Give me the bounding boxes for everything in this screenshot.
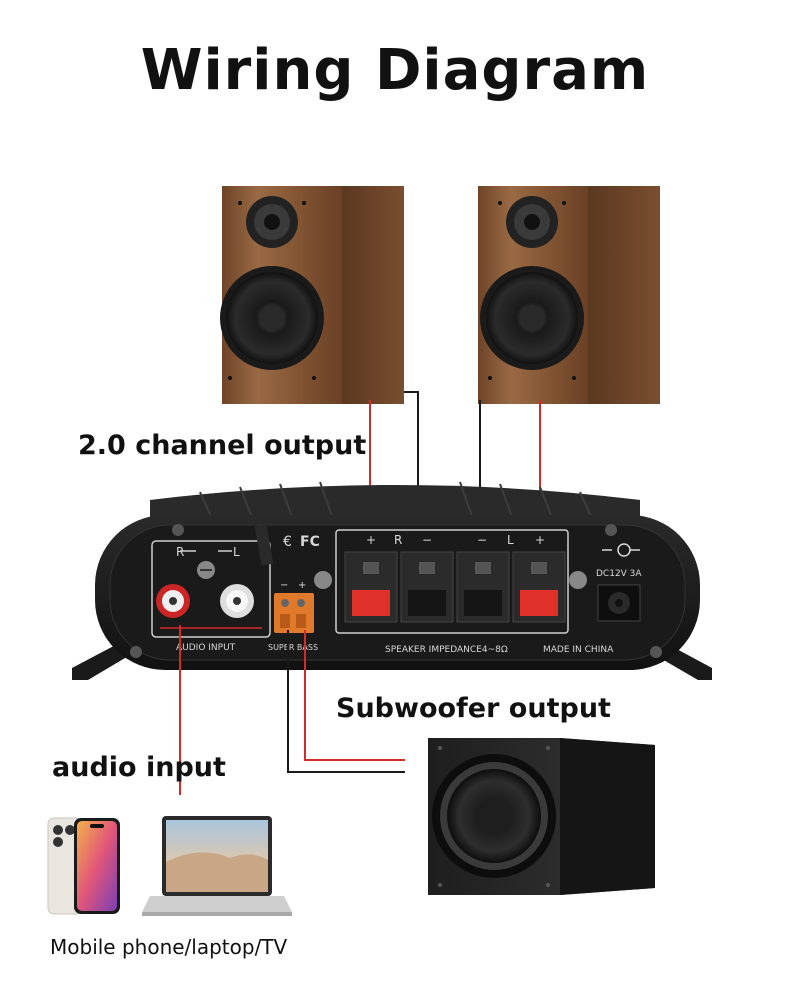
source-devices-label: Mobile phone/laptop/TV <box>50 935 288 959</box>
spk-l: L <box>507 533 514 547</box>
left-bookshelf-speaker <box>220 186 404 404</box>
right-bookshelf-speaker <box>478 186 660 404</box>
spk-r-plus: + <box>366 533 376 547</box>
sub-plus: + <box>298 580 306 591</box>
subwoofer <box>428 738 655 895</box>
subwoofer-wires <box>287 630 405 773</box>
subwoofer-output-label: Subwoofer output <box>336 693 611 724</box>
channel-output-label: 2.0 channel output <box>78 430 367 461</box>
smartphone <box>47 817 120 915</box>
laptop <box>142 816 292 916</box>
spk-r: R <box>394 533 402 547</box>
ce-mark: € <box>283 534 292 550</box>
fcc-mark: FC <box>300 534 320 550</box>
audio-input-label: AUDIO INPUT <box>176 643 236 653</box>
spk-l-plus: + <box>535 533 545 547</box>
spk-r-minus: − <box>422 533 432 547</box>
made-in-label: MADE IN CHINA <box>543 645 614 655</box>
super-bass-label: SUPER BASS <box>268 643 318 652</box>
audio-channel-r: R <box>176 545 184 559</box>
power-rating-label: DC12V 3A <box>596 569 642 579</box>
speaker-impedance-label: SPEAKER IMPEDANCE4~8Ω <box>385 645 508 655</box>
amplifier: R L AUDIO INPUT SUPER BASS − + + R − − L… <box>72 481 712 680</box>
spk-l-minus: − <box>477 533 487 547</box>
audio-channel-l: L <box>233 545 240 559</box>
page-title: Wiring Diagram <box>140 38 650 103</box>
audio-input-label-main: audio input <box>52 752 226 783</box>
sub-minus: − <box>280 580 288 591</box>
